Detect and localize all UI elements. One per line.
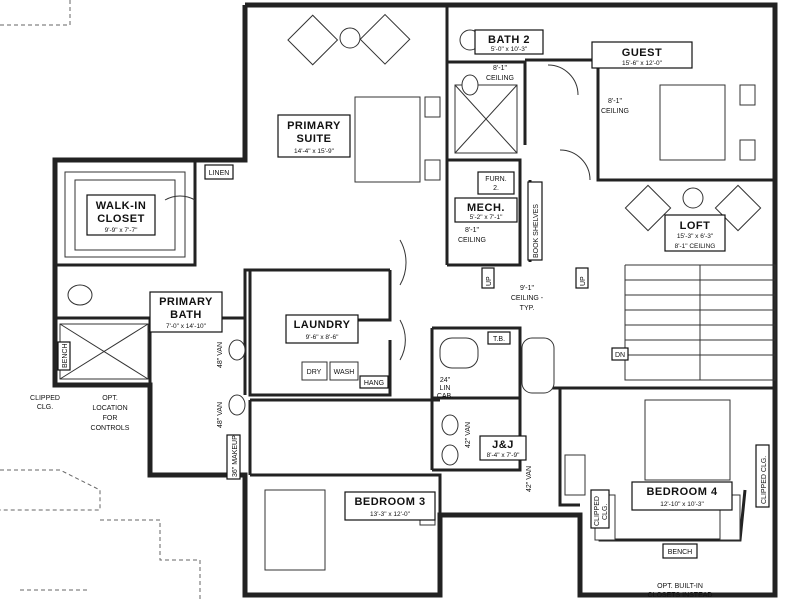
label-loft: LOFT 15'-3" x 6'-3" 8'-1" CEILING bbox=[664, 214, 726, 252]
primary-suite-title2: SUITE bbox=[297, 133, 332, 145]
label-bedroom3: BEDROOM 3 13'-3" x 12'-0" bbox=[344, 491, 436, 521]
primary-suite-title1: PRIMARY bbox=[287, 120, 341, 132]
opt-location-3: FOR bbox=[103, 415, 118, 422]
typ-ceiling-2: CEILING - bbox=[511, 295, 544, 302]
laundry-title: LAUNDRY bbox=[294, 319, 351, 331]
label-bedroom4: BEDROOM 4 12'-10" x 10'-3" bbox=[631, 481, 733, 511]
clipped-left-2: CLG. bbox=[37, 404, 53, 411]
label-primary-bath: PRIMARY BATH 7'-0" x 14'-10" bbox=[149, 291, 223, 333]
laundry-dims: 9'-6" x 8'-6" bbox=[306, 334, 339, 341]
typ-ceiling-1: 9'-1" bbox=[520, 285, 534, 292]
exterior-walls bbox=[52, 2, 778, 598]
guest-ceiling-2: CEILING bbox=[601, 108, 629, 115]
clipped-cls-b4-2: CLG. bbox=[602, 504, 609, 520]
loft-dims: 15'-3" x 6'-3" bbox=[677, 233, 714, 240]
site-lines bbox=[0, 0, 201, 600]
mech-title: MECH. bbox=[467, 202, 505, 214]
bath2-ceiling-2: CEILING bbox=[486, 75, 514, 82]
primary-suite-dims: 14'-4" x 15'-9" bbox=[294, 148, 335, 155]
guest-title: GUEST bbox=[622, 47, 662, 59]
linen-note: LINEN bbox=[209, 170, 230, 177]
lin-cab-3: CAB. bbox=[437, 393, 453, 400]
clipped-cls-b4-1: CLIPPED bbox=[594, 496, 601, 526]
makeup-note: 36" MAKEUP bbox=[232, 435, 239, 477]
mech-dims: 5'-2" x 7'-1" bbox=[470, 214, 503, 221]
loft-title: LOFT bbox=[680, 220, 711, 232]
opt-location-2: LOCATION bbox=[92, 405, 127, 412]
dry-note: DRY bbox=[307, 369, 322, 376]
bath2-dims: 5'-0" x 10'-3" bbox=[491, 46, 528, 53]
walk-in-closet-dims: 9'-9" x 7'-7" bbox=[105, 227, 138, 234]
jandj-dims: 8'-4" x 7'-9" bbox=[487, 452, 520, 459]
up-note-1: UP bbox=[486, 276, 493, 286]
bath2-title: BATH 2 bbox=[488, 34, 530, 46]
bedroom4-title: BEDROOM 4 bbox=[646, 486, 718, 498]
loft-ceiling: 8'-1" CEILING bbox=[675, 243, 716, 250]
bedroom4-dims: 12'-10" x 10'-3" bbox=[660, 501, 704, 508]
opt-location-4: CONTROLS bbox=[91, 425, 130, 432]
clipped-left-1: CLIPPED bbox=[30, 395, 60, 402]
hang-note: HANG bbox=[364, 380, 384, 387]
van-42-a: 42" VAN bbox=[465, 422, 472, 448]
label-primary-suite: PRIMARY SUITE 14'-4" x 15'-9" bbox=[277, 114, 351, 158]
label-laundry: LAUNDRY 9'-6" x 8'-6" bbox=[285, 314, 359, 344]
mech-ceiling-2: CEILING bbox=[458, 237, 486, 244]
furn-note-1: FURN. bbox=[485, 176, 506, 183]
bedroom3-dims: 13'-3" x 12'-0" bbox=[370, 511, 411, 518]
opt-builtin-1: OPT. BUILT-IN bbox=[657, 583, 703, 590]
label-bath2: BATH 2 5'-0" x 10'-3" bbox=[474, 29, 544, 55]
walk-in-closet-title2: CLOSET bbox=[97, 213, 145, 225]
book-shelves-note: BOOK SHELVES bbox=[533, 204, 540, 258]
wash-note: WASH bbox=[334, 369, 355, 376]
lin-cab-2: LIN bbox=[440, 385, 451, 392]
bench-bottom-note: BENCH bbox=[668, 549, 693, 556]
label-mech: MECH. 5'-2" x 7'-1" bbox=[454, 197, 518, 223]
jandj-title: J&J bbox=[492, 439, 514, 451]
label-guest: GUEST 15'-6" x 12'-0" bbox=[591, 41, 693, 69]
dn-note: DN bbox=[615, 352, 625, 359]
van-48-a: 48" VAN bbox=[217, 342, 224, 368]
clipped-cls-right: CLIPPED CLG. bbox=[761, 456, 768, 504]
opt-location-1: OPT. bbox=[102, 395, 118, 402]
guest-dims: 15'-6" x 12'-0" bbox=[622, 60, 663, 67]
lin-cab-1: 24" bbox=[440, 377, 451, 384]
bath2-ceiling-1: 8'-1" bbox=[493, 65, 507, 72]
furn-note-2: 2. bbox=[493, 185, 499, 192]
mech-ceiling-1: 8'-1" bbox=[465, 227, 479, 234]
bench-left-note: BENCH bbox=[62, 343, 69, 368]
primary-bath-title2: BATH bbox=[170, 309, 202, 321]
opt-builtin-2: CLOSETS INSTEAD bbox=[648, 592, 713, 599]
tb-note: T.B. bbox=[493, 336, 505, 343]
typ-ceiling-3: TYP. bbox=[520, 305, 535, 312]
bedroom3-title: BEDROOM 3 bbox=[354, 496, 425, 508]
guest-ceiling-1: 8'-1" bbox=[608, 98, 622, 105]
van-48-b: 48" VAN bbox=[217, 402, 224, 428]
label-jandj: J&J 8'-4" x 7'-9" bbox=[479, 435, 527, 461]
up-note-2: UP bbox=[580, 276, 587, 286]
label-walk-in-closet: WALK-IN CLOSET 9'-9" x 7'-7" bbox=[86, 194, 156, 236]
notes: LINEN FURN. 2. 8'-1" CEILING 8'-1" CEILI… bbox=[30, 65, 770, 599]
walk-in-closet-title1: WALK-IN bbox=[96, 200, 147, 212]
primary-bath-title1: PRIMARY bbox=[159, 296, 213, 308]
primary-bath-dims: 7'-0" x 14'-10" bbox=[166, 323, 207, 330]
van-42-b: 42" VAN bbox=[526, 466, 533, 492]
